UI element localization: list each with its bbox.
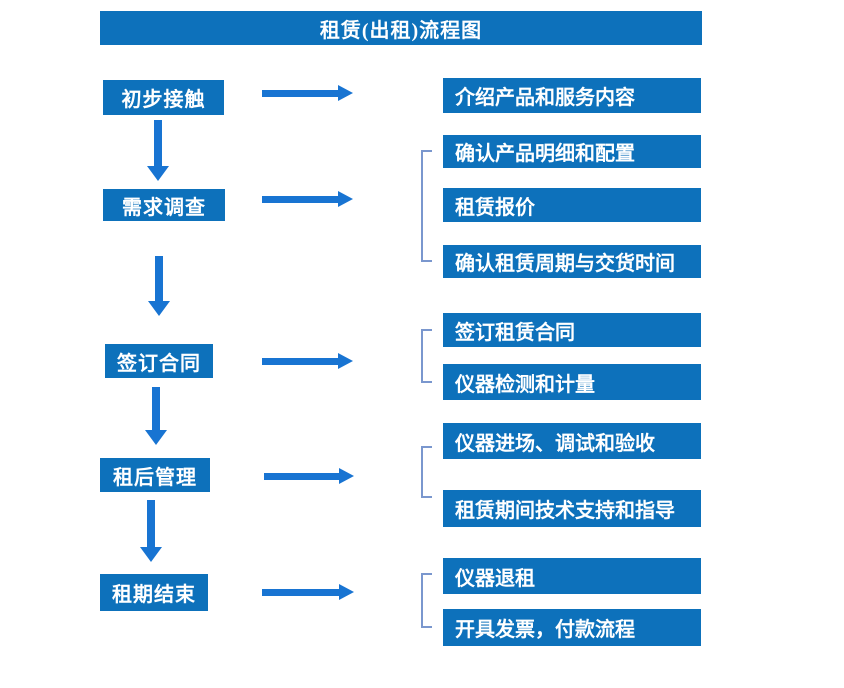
down-arrow-icon-1 [146, 120, 170, 181]
step-label: 租期结束 [112, 584, 196, 606]
group-bracket-post-rental-management [421, 446, 432, 498]
item-box-invoice-payment-process: 开具发票，付款流程 [443, 609, 701, 646]
arrow-head [338, 191, 353, 207]
down-arrow-icon-3 [144, 387, 168, 445]
step-label: 需求调查 [122, 196, 206, 219]
arrow-head [338, 85, 353, 101]
item-box-confirm-rental-period-delivery: 确认租赁周期与交货时间 [443, 245, 701, 278]
item-box-rental-quotation: 租赁报价 [443, 188, 701, 222]
group-bracket-sign-contract [421, 329, 432, 383]
step-label: 初步接触 [121, 89, 206, 111]
arrow-shaft [155, 256, 163, 301]
item-box-introduce-products-services: 介绍产品和服务内容 [443, 78, 701, 113]
step-box-post-rental-management: 租后管理 [100, 458, 210, 492]
arrow-shaft [262, 357, 338, 365]
page-title: 租赁(出租)流程图 [100, 11, 702, 45]
item-label: 确认产品明细和配置 [455, 143, 635, 165]
arrow-shaft [262, 588, 339, 596]
item-box-instrument-testing-metering: 仪器检测和计量 [443, 364, 701, 400]
right-arrow-icon-5 [262, 584, 354, 600]
step-label: 租后管理 [113, 466, 197, 489]
down-arrow-icon-2 [147, 256, 171, 316]
arrow-shaft [262, 89, 338, 97]
step-label: 签订合同 [117, 352, 201, 375]
item-label: 仪器进场、调试和验收 [455, 432, 655, 455]
arrow-head [145, 430, 167, 445]
arrow-shaft [152, 387, 160, 430]
right-arrow-icon-3 [262, 353, 353, 369]
arrow-head [140, 547, 162, 562]
step-box-initial-contact: 初步接触 [103, 80, 224, 115]
arrow-head [147, 166, 169, 181]
step-box-demand-survey: 需求调查 [103, 189, 225, 221]
item-label: 介绍产品和服务内容 [455, 87, 635, 109]
item-label: 确认租赁周期与交货时间 [455, 253, 675, 275]
down-arrow-icon-4 [139, 500, 163, 562]
arrow-shaft [264, 472, 339, 480]
step-box-rental-end: 租期结束 [100, 574, 208, 611]
item-box-instrument-arrival-debug-acceptance: 仪器进场、调试和验收 [443, 423, 701, 459]
step-box-sign-contract: 签订合同 [105, 344, 213, 378]
right-arrow-icon-2 [262, 191, 353, 207]
item-box-sign-rental-contract: 签订租赁合同 [443, 313, 701, 347]
arrow-shaft [262, 195, 338, 203]
arrow-shaft [147, 500, 155, 547]
item-label: 租赁报价 [455, 196, 535, 219]
item-label: 租赁期间技术支持和指导 [455, 500, 675, 522]
item-label: 仪器退租 [455, 567, 535, 590]
arrow-head [338, 353, 353, 369]
item-label: 签订租赁合同 [455, 321, 575, 344]
arrow-shaft [154, 120, 162, 166]
item-box-confirm-product-details: 确认产品明细和配置 [443, 135, 701, 168]
group-bracket-demand-survey [421, 150, 432, 262]
arrow-head [339, 468, 354, 484]
right-arrow-icon-1 [262, 85, 353, 101]
item-label: 开具发票，付款流程 [455, 619, 635, 641]
item-box-technical-support-guidance: 租赁期间技术支持和指导 [443, 490, 701, 527]
item-label: 仪器检测和计量 [455, 373, 595, 396]
item-box-instrument-return: 仪器退租 [443, 558, 701, 594]
arrow-head [148, 301, 170, 316]
group-bracket-rental-end [421, 573, 432, 628]
page-title-text: 租赁(出租)流程图 [319, 19, 483, 42]
arrow-head [339, 584, 354, 600]
right-arrow-icon-4 [264, 468, 354, 484]
